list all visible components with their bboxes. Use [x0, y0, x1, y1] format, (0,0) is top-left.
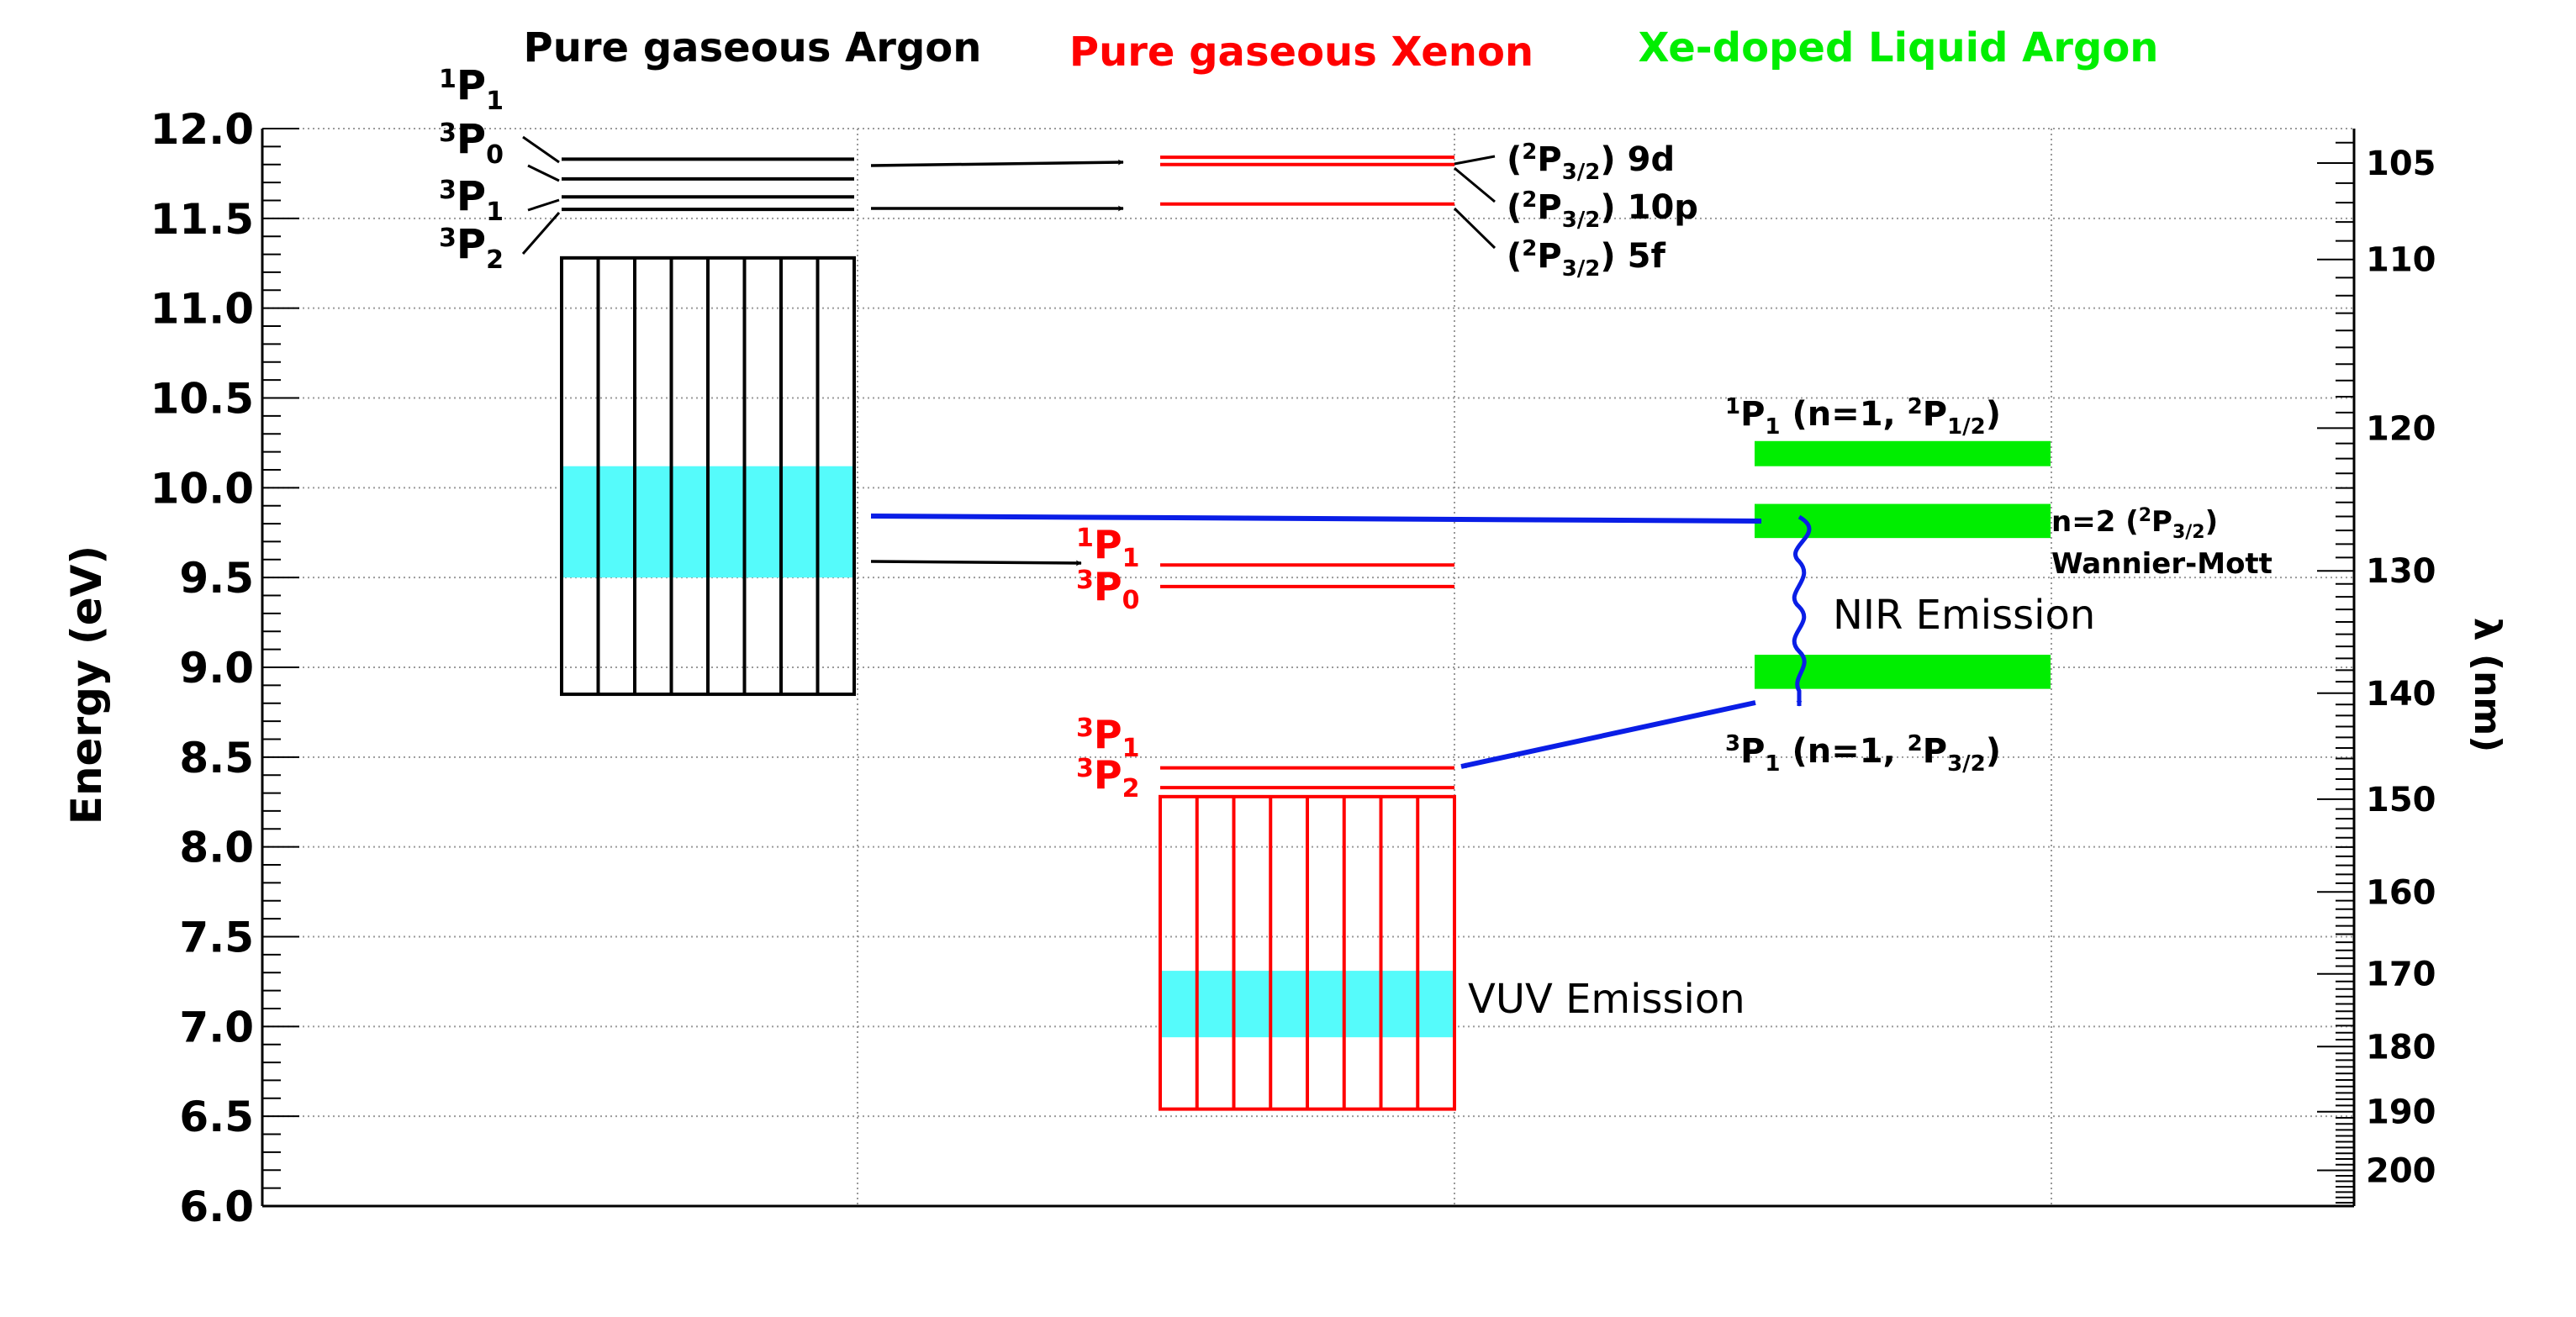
arrow-xe-lar-to-xenon	[1460, 700, 1756, 769]
argon-leader-lines	[521, 135, 561, 255]
argon-label-3P1: 3P1	[439, 173, 504, 227]
xenon-label-1P1: 1P1	[1076, 522, 1139, 573]
left-tick-label: 10.0	[150, 464, 254, 513]
column-title-xe-doped-lar: Xe-doped Liquid Argon	[1639, 24, 2159, 71]
xe-lar-levels	[1755, 440, 2051, 689]
argon-levels	[562, 157, 854, 212]
left-tick-label: 11.5	[150, 195, 254, 244]
argon-label-3P2: 3P2	[439, 221, 504, 275]
xe-lar-bar-1	[1755, 503, 2051, 539]
nir-wavy-arrow	[1792, 514, 1812, 707]
xe-lar-label-n2: n=2 (2P3/2)	[2051, 505, 2218, 543]
xe-lar-labels: 1P1 (n=1, 2P1/2) n=2 (2P3/2) Wannier-Mot…	[1725, 394, 2272, 777]
xenon-label-9d: (2P3/2) 9d	[1507, 140, 1675, 185]
argon-level-labels: 1P1 3P0 3P1 3P2	[439, 62, 504, 275]
right-tick-label: 120	[2366, 409, 2436, 448]
xenon-high-level-labels: (2P3/2) 9d (2P3/2) 10p (2P3/2) 5f	[1507, 140, 1698, 282]
y-axis-label: Energy (eV)	[62, 545, 111, 824]
arrow-argon-to-xenon-high-1	[870, 159, 1124, 167]
xe-lar-label-wannier-mott: Wannier-Mott	[2051, 547, 2272, 581]
right-tick-label: 110	[2366, 241, 2436, 280]
right-tick-label: 140	[2366, 675, 2436, 714]
left-tick-label: 11.0	[150, 285, 254, 334]
right-tick-label: 180	[2366, 1028, 2436, 1067]
right-tick-label: 200	[2366, 1151, 2436, 1190]
xe-lar-bar-0	[1755, 440, 2051, 466]
left-tick-label: 9.5	[179, 554, 254, 603]
xenon-label-3P1: 3P1	[1076, 712, 1139, 763]
xenon-label-10p: (2P3/2) 10p	[1507, 187, 1698, 233]
xenon-label-5f: (2P3/2) 5f	[1507, 236, 1665, 282]
transfer-arrows	[870, 159, 1812, 769]
right-tick-label: 160	[2366, 873, 2436, 912]
arrow-argon-to-xe-lar	[870, 514, 1762, 524]
column-title-xenon: Pure gaseous Xenon	[1069, 29, 1533, 76]
left-tick-label: 7.0	[179, 1003, 254, 1051]
xenon-label-3P0: 3P0	[1076, 564, 1139, 615]
left-tick-label: 6.0	[179, 1183, 254, 1231]
argon-label-3P0: 3P0	[439, 116, 504, 170]
vuv-emission-label: VUV Emission	[1468, 976, 1745, 1023]
right-axis-ticks	[2317, 141, 2354, 1204]
left-tick-label: 8.0	[179, 824, 254, 872]
left-axis-tick-labels: 6.0 6.5 7.0 7.5 8.0 8.5 9.0 9.5 10.0 10.5 11.0 11.5…	[150, 105, 254, 1231]
left-tick-label: 10.5	[150, 375, 254, 424]
y2-axis-label: λ (nm)	[2466, 618, 2509, 753]
right-tick-label: 105	[2366, 145, 2436, 183]
xenon-continuum-band	[1159, 794, 1456, 1111]
xenon-mid-low-labels: 1P1 3P0 3P1 3P2	[1076, 522, 1139, 803]
left-tick-label: 6.5	[179, 1093, 254, 1141]
xenon-levels	[1160, 155, 1454, 790]
argon-label-1P1: 1P1	[439, 62, 504, 116]
right-tick-label: 170	[2366, 956, 2436, 994]
left-tick-label: 12.0	[150, 105, 254, 154]
right-tick-label: 130	[2366, 552, 2436, 591]
left-axis-ticks	[262, 128, 299, 1207]
xe-lar-label-upper: 1P1 (n=1, 2P1/2)	[1725, 394, 2001, 440]
xe-lar-label-lower: 3P1 (n=1, 2P3/2)	[1725, 731, 2001, 777]
column-title-argon: Pure gaseous Argon	[524, 24, 982, 71]
nir-emission-label: NIR Emission	[1833, 592, 2095, 639]
left-tick-label: 9.0	[179, 644, 254, 693]
left-tick-label: 7.5	[179, 914, 254, 962]
argon-continuum-band	[560, 255, 856, 697]
right-tick-label: 190	[2366, 1093, 2436, 1132]
right-tick-label: 150	[2366, 781, 2436, 819]
xenon-label-3P2: 3P2	[1076, 752, 1139, 803]
xenon-high-leader-lines	[1453, 155, 1497, 250]
arrow-argon-to-xenon-mid	[870, 560, 1082, 566]
right-axis-tick-labels: 105 110 120 130 140 150 160 170 180 190 200	[2366, 145, 2436, 1190]
left-tick-label: 8.5	[179, 734, 254, 782]
